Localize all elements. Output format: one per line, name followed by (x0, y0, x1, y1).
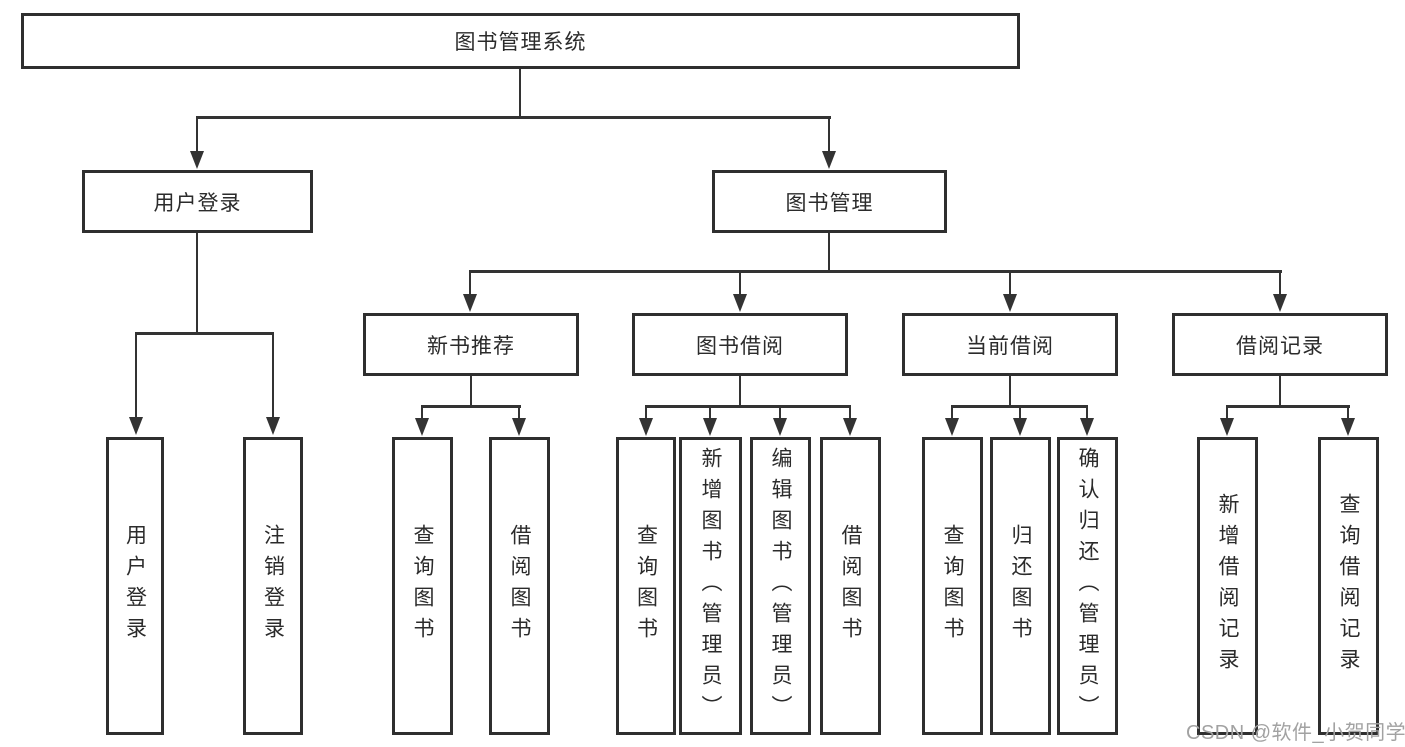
node-new-book-recommend: 新书推荐 (363, 313, 579, 376)
connector-bookmgmt-bar (469, 270, 1282, 273)
arrow-down-icon (1341, 418, 1355, 436)
arrow-down-icon (822, 151, 836, 169)
node-borrow-record-label: 借阅记录 (1236, 334, 1324, 358)
connector-drop-leaf (709, 405, 711, 419)
leaf-label: 确认归还（管理员） (1076, 446, 1099, 726)
node-root-label: 图书管理系统 (454, 31, 587, 54)
leaf-logout: 注销登录 (243, 437, 303, 735)
node-user-login: 用户登录 (82, 170, 313, 233)
connector-drop-leaf (951, 405, 953, 419)
node-new-book-recommend-label: 新书推荐 (427, 334, 515, 358)
connector-drop-level3 (739, 270, 741, 295)
connector-stem (1009, 376, 1011, 407)
arrow-down-icon (415, 418, 429, 436)
arrow-down-icon (945, 418, 959, 436)
csdn-watermark: CSDN @软件_小贺同学 (1186, 722, 1405, 744)
node-current-borrow-label: 当前借阅 (966, 334, 1054, 358)
leaf-borrow-books-recommend: 借阅图书 (489, 437, 550, 735)
node-book-borrow-label: 图书借阅 (696, 334, 784, 358)
connector-drop-book-mgmt (828, 116, 830, 152)
connector-drop-leaf (1347, 405, 1349, 419)
arrow-down-icon (1273, 294, 1287, 312)
leaf-label: 查询图书 (634, 524, 658, 648)
leaf-user-login: 用户登录 (106, 437, 164, 735)
node-borrow-record: 借阅记录 (1172, 313, 1388, 376)
connector-stem (1279, 376, 1281, 407)
connector-drop-leaf (272, 332, 274, 418)
connector-drop-level3 (469, 270, 471, 295)
arrow-down-icon (190, 151, 204, 169)
leaf-label: 查询借阅记录 (1337, 493, 1360, 679)
connector-userlogin-stem (196, 233, 198, 333)
arrow-down-icon (639, 418, 653, 436)
arrow-down-icon (1080, 418, 1094, 436)
connector-userlogin-bar (135, 332, 274, 335)
connector-drop-level3 (1009, 270, 1011, 295)
leaf-confirm-return-admin: 确认归还（管理员） (1057, 437, 1118, 735)
leaf-label: 查询图书 (941, 524, 964, 648)
connector-drop-leaf (421, 405, 423, 419)
leaf-query-books-recommend: 查询图书 (392, 437, 453, 735)
leaf-label: 新增图书（管理员） (699, 446, 722, 726)
arrow-down-icon (266, 417, 280, 435)
leaf-return-books: 归还图书 (990, 437, 1051, 735)
connector-stem (470, 376, 472, 407)
arrow-down-icon (773, 418, 787, 436)
leaf-edit-books-admin: 编辑图书（管理员） (750, 437, 811, 735)
leaf-label: 查询图书 (411, 524, 434, 648)
leaf-label: 用户登录 (123, 524, 147, 648)
leaf-query-borrow-record: 查询借阅记录 (1318, 437, 1379, 735)
leaf-label: 借阅图书 (508, 524, 531, 648)
leaf-add-borrow-record: 新增借阅记录 (1197, 437, 1258, 735)
arrow-down-icon (463, 294, 477, 312)
leaf-label: 新增借阅记录 (1216, 493, 1239, 679)
connector-drop-leaf (645, 405, 647, 419)
connector-drop-leaf (1019, 405, 1021, 419)
leaf-label: 归还图书 (1009, 524, 1032, 648)
node-book-borrow: 图书借阅 (632, 313, 848, 376)
node-root: 图书管理系统 (21, 13, 1020, 69)
connector-bar (1226, 405, 1350, 408)
connector-drop-user-login (196, 116, 198, 152)
leaf-query-books-current: 查询图书 (922, 437, 983, 735)
connector-root-stem (519, 69, 521, 118)
leaf-label: 注销登录 (261, 524, 285, 648)
connector-bookmgmt-stem (828, 233, 830, 273)
arrow-down-icon (129, 417, 143, 435)
connector-bar (645, 405, 851, 408)
node-current-borrow: 当前借阅 (902, 313, 1118, 376)
leaf-borrow-books: 借阅图书 (820, 437, 881, 735)
connector-drop-leaf (135, 332, 137, 418)
connector-drop-leaf (518, 405, 520, 419)
connector-drop-leaf (849, 405, 851, 419)
connector-root-bar (196, 116, 831, 119)
connector-drop-level3 (1279, 270, 1281, 295)
leaf-query-books-borrow: 查询图书 (616, 437, 676, 735)
connector-bar (421, 405, 521, 408)
node-book-management: 图书管理 (712, 170, 947, 233)
arrow-down-icon (733, 294, 747, 312)
connector-drop-leaf (1086, 405, 1088, 419)
arrow-down-icon (703, 418, 717, 436)
arrow-down-icon (512, 418, 526, 436)
connector-drop-leaf (1226, 405, 1228, 419)
leaf-label: 借阅图书 (839, 524, 862, 648)
arrow-down-icon (1003, 294, 1017, 312)
arrow-down-icon (1013, 418, 1027, 436)
node-book-management-label: 图书管理 (785, 191, 874, 215)
leaf-add-books-admin: 新增图书（管理员） (679, 437, 742, 735)
leaf-label: 编辑图书（管理员） (769, 446, 792, 726)
arrow-down-icon (843, 418, 857, 436)
node-user-login-label: 用户登录 (153, 191, 242, 215)
arrow-down-icon (1220, 418, 1234, 436)
connector-drop-leaf (779, 405, 781, 419)
connector-stem (739, 376, 741, 407)
